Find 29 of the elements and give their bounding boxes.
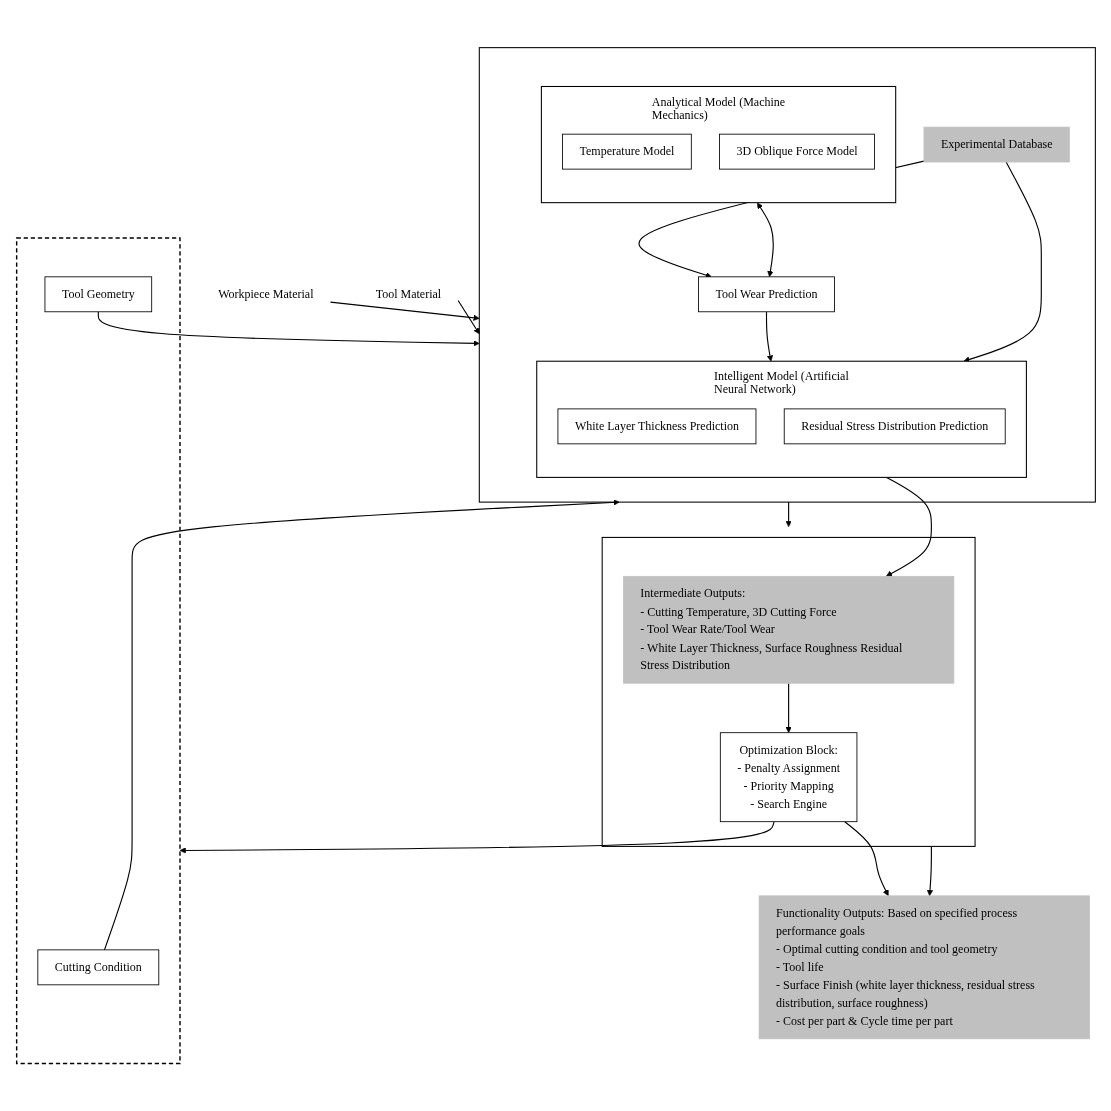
arrow <box>963 161 1042 363</box>
arrow <box>785 682 792 733</box>
node-box: Functionality Outputs: Based on specified process performance goals - Optimal cutting condition and tool geometry - Tool life - Surface Finish (white layer thickness, residual stress distribution, surface roughness) - Cost per part & Cycle time per part <box>758 895 1090 1040</box>
arrow <box>765 311 773 362</box>
arrow <box>926 845 933 896</box>
cluster <box>15 237 181 1065</box>
node-box: Cutting Condition <box>36 949 159 986</box>
node-box: Temperature Model <box>561 133 692 170</box>
cluster <box>601 536 976 847</box>
node-box: Intermediate Outputs: - Cutting Temperature, 3D Cutting Force - Tool Wear Rate/Tool Wear - White Layer Thickness, Surface Roughness Residual Stress Distribution <box>622 575 954 684</box>
arrow <box>179 821 775 854</box>
cluster <box>478 47 1096 503</box>
node-box: Tool Geometry <box>44 276 152 313</box>
arrow <box>329 301 480 321</box>
node-text: Tool Material <box>375 287 441 301</box>
arrow <box>457 299 480 334</box>
arrow <box>885 476 932 577</box>
node-box: Residual Stress Distribution Prediction <box>783 408 1006 445</box>
node-text: Workpiece Material <box>217 287 313 301</box>
arrow <box>785 501 792 527</box>
arrow <box>756 202 774 277</box>
node-box: Experimental Database <box>923 126 1070 163</box>
arrow <box>843 821 889 896</box>
node-box: Tool Wear Prediction <box>697 276 835 313</box>
node-box: White Layer Thickness Prediction <box>557 408 756 445</box>
arrow <box>97 311 480 347</box>
node-box: 3D Oblique Force Model <box>718 133 875 170</box>
arrow <box>103 499 620 951</box>
node-box: Optimization Block: - Penalty Assignment - Priority Mapping - Search Engine <box>719 732 857 822</box>
